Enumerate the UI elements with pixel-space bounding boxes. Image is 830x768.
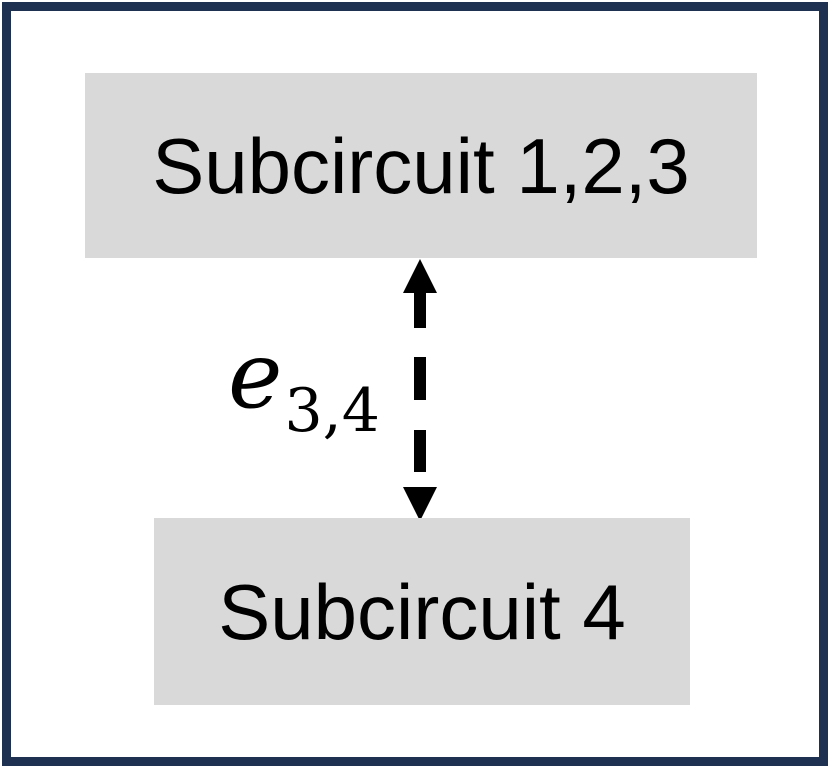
edge-label-subscript: 3,4 (284, 376, 380, 446)
node-subcircuit-1-2-3: Subcircuit 1,2,3 (85, 73, 757, 258)
edge-label: e3,4 (228, 330, 380, 442)
node-subcircuit-1-2-3-label: Subcircuit 1,2,3 (152, 121, 690, 210)
node-subcircuit-4-label: Subcircuit 4 (218, 567, 626, 656)
edge-label-base: e (228, 322, 283, 429)
node-subcircuit-4: Subcircuit 4 (154, 518, 690, 705)
